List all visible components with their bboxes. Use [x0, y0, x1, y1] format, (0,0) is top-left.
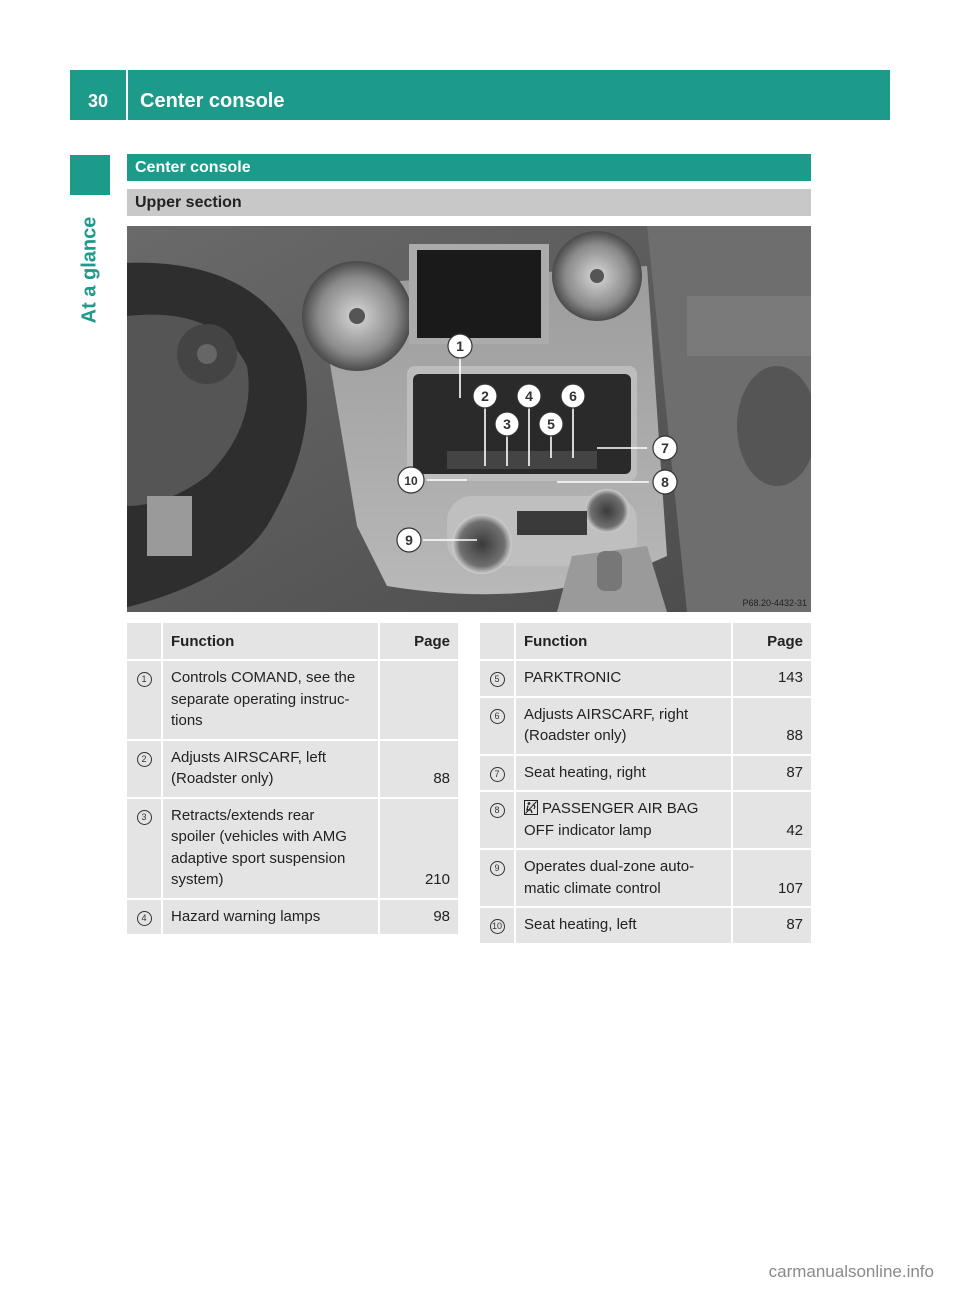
- function-line: matic climate control: [524, 879, 661, 897]
- page-ref: 88: [731, 697, 811, 754]
- table-row: 5 PARKTRONIC 143: [480, 661, 811, 696]
- side-tab-label: At a glance: [78, 216, 101, 324]
- function-line: spoiler (vehicles with AMG: [171, 828, 347, 845]
- number-marker: 10: [489, 919, 505, 934]
- page-ref: 87: [731, 755, 811, 790]
- callout-1: 1: [456, 338, 464, 354]
- function-line: Adjusts AIRSCARF, right: [524, 705, 689, 723]
- number-marker: 9: [489, 861, 505, 876]
- side-block: [70, 155, 110, 195]
- callout-9: 9: [405, 532, 413, 548]
- table-row: 2 Adjusts AIRSCARF, left(Roadster only) …: [127, 740, 458, 797]
- table-row: 9 Operates dual-zone auto-matic climate …: [480, 850, 811, 906]
- callout-2: 2: [481, 388, 489, 404]
- airbag-off-icon: [524, 800, 538, 815]
- number-marker: 3: [136, 809, 152, 825]
- page-ref: 42: [731, 792, 811, 848]
- header-bar: 30 Center console: [70, 70, 890, 120]
- function-line: OFF indicator lamp: [524, 821, 652, 839]
- function-line: Seat heating, left: [524, 916, 637, 933]
- page-ref: 87: [731, 908, 811, 943]
- function-table-right: Function Page 5 PARKTRONIC 143 6 Adjusts…: [480, 621, 811, 945]
- function-line: system): [171, 871, 224, 888]
- section-title: Center console: [127, 154, 811, 181]
- function-line: Adjusts AIRSCARF, left: [171, 748, 327, 766]
- side-tab: At a glance: [70, 200, 110, 340]
- table-row: 1 Controls COMAND, see the separate opera…: [127, 661, 458, 739]
- table-header-row: Function Page: [480, 623, 811, 659]
- callout-lines: [423, 356, 649, 541]
- callouts: 1 2 3 4 5 6 7 8: [396, 333, 678, 553]
- number-marker: 7: [489, 766, 505, 782]
- header-num: [127, 623, 161, 659]
- table-row: 4 Hazard warning lamps 98: [127, 899, 458, 934]
- function-line: Operates dual-zone auto-: [524, 858, 695, 875]
- function-line: PASSENGER AIR BAG: [542, 800, 699, 817]
- table-row: 6 Adjusts AIRSCARF, right (Roadster only)…: [480, 697, 811, 754]
- page-ref: 210: [378, 798, 458, 898]
- callout-10: 10: [404, 474, 418, 488]
- callout-4: 4: [525, 388, 533, 404]
- callout-6: 6: [569, 388, 577, 404]
- page-ref: 98: [378, 899, 458, 934]
- header-function: Function: [514, 623, 731, 659]
- center-console-photo: P68.20-4432-31 1 2 3 4 5: [127, 226, 811, 612]
- number-marker: 2: [136, 751, 152, 767]
- number-marker: 4: [136, 910, 152, 926]
- subsection-title: Upper section: [127, 189, 811, 216]
- function-line: separate operating instruc-: [171, 690, 350, 708]
- header-function: Function: [161, 623, 378, 659]
- page-ref: 143: [731, 661, 811, 696]
- callout-7: 7: [661, 440, 669, 456]
- page-number: 30: [87, 91, 109, 111]
- callout-5: 5: [547, 416, 555, 432]
- table-header-row: Function Page: [127, 623, 458, 659]
- header-divider: [126, 70, 128, 120]
- header-page: Page: [731, 623, 811, 659]
- page-ref: 107: [731, 850, 811, 906]
- function-line: (Roadster only): [524, 727, 627, 744]
- page-ref: [378, 661, 458, 739]
- function-line: Seat heating, right: [524, 763, 646, 781]
- table-row: 10 Seat heating, left 87: [480, 908, 811, 943]
- number-marker: 6: [489, 708, 505, 724]
- callout-3: 3: [503, 416, 511, 432]
- watermark: carmanualsonline.info: [768, 1262, 934, 1281]
- table-row: 8 PASSENGER AIR BAG OFF indicator lamp 4…: [480, 792, 811, 848]
- table-row: 3 Retracts/extends rear spoiler (vehicles…: [127, 798, 458, 898]
- function-line: Retracts/extends rear: [171, 806, 315, 824]
- function-line: Hazard warning lamps: [171, 907, 321, 925]
- function-table-left: Function Page 1 Controls COMAND, see the…: [127, 621, 458, 936]
- header-page: Page: [378, 623, 458, 659]
- function-line: (Roadster only): [171, 770, 274, 787]
- table-row: 7 Seat heating, right 87: [480, 755, 811, 790]
- callout-8: 8: [661, 474, 669, 490]
- function-line: tions: [171, 712, 203, 729]
- number-marker: 8: [489, 803, 505, 818]
- figure-code: P68.20-4432-31: [742, 598, 807, 608]
- function-line: Controls COMAND, see the: [171, 669, 356, 686]
- function-line: PARKTRONIC: [524, 669, 622, 686]
- header-num: [480, 623, 514, 659]
- page-ref: 88: [378, 740, 458, 797]
- number-marker: 1: [136, 672, 152, 687]
- number-marker: 5: [489, 672, 505, 687]
- function-line: adaptive sport suspension: [171, 849, 346, 867]
- header-title: Center console: [140, 90, 285, 112]
